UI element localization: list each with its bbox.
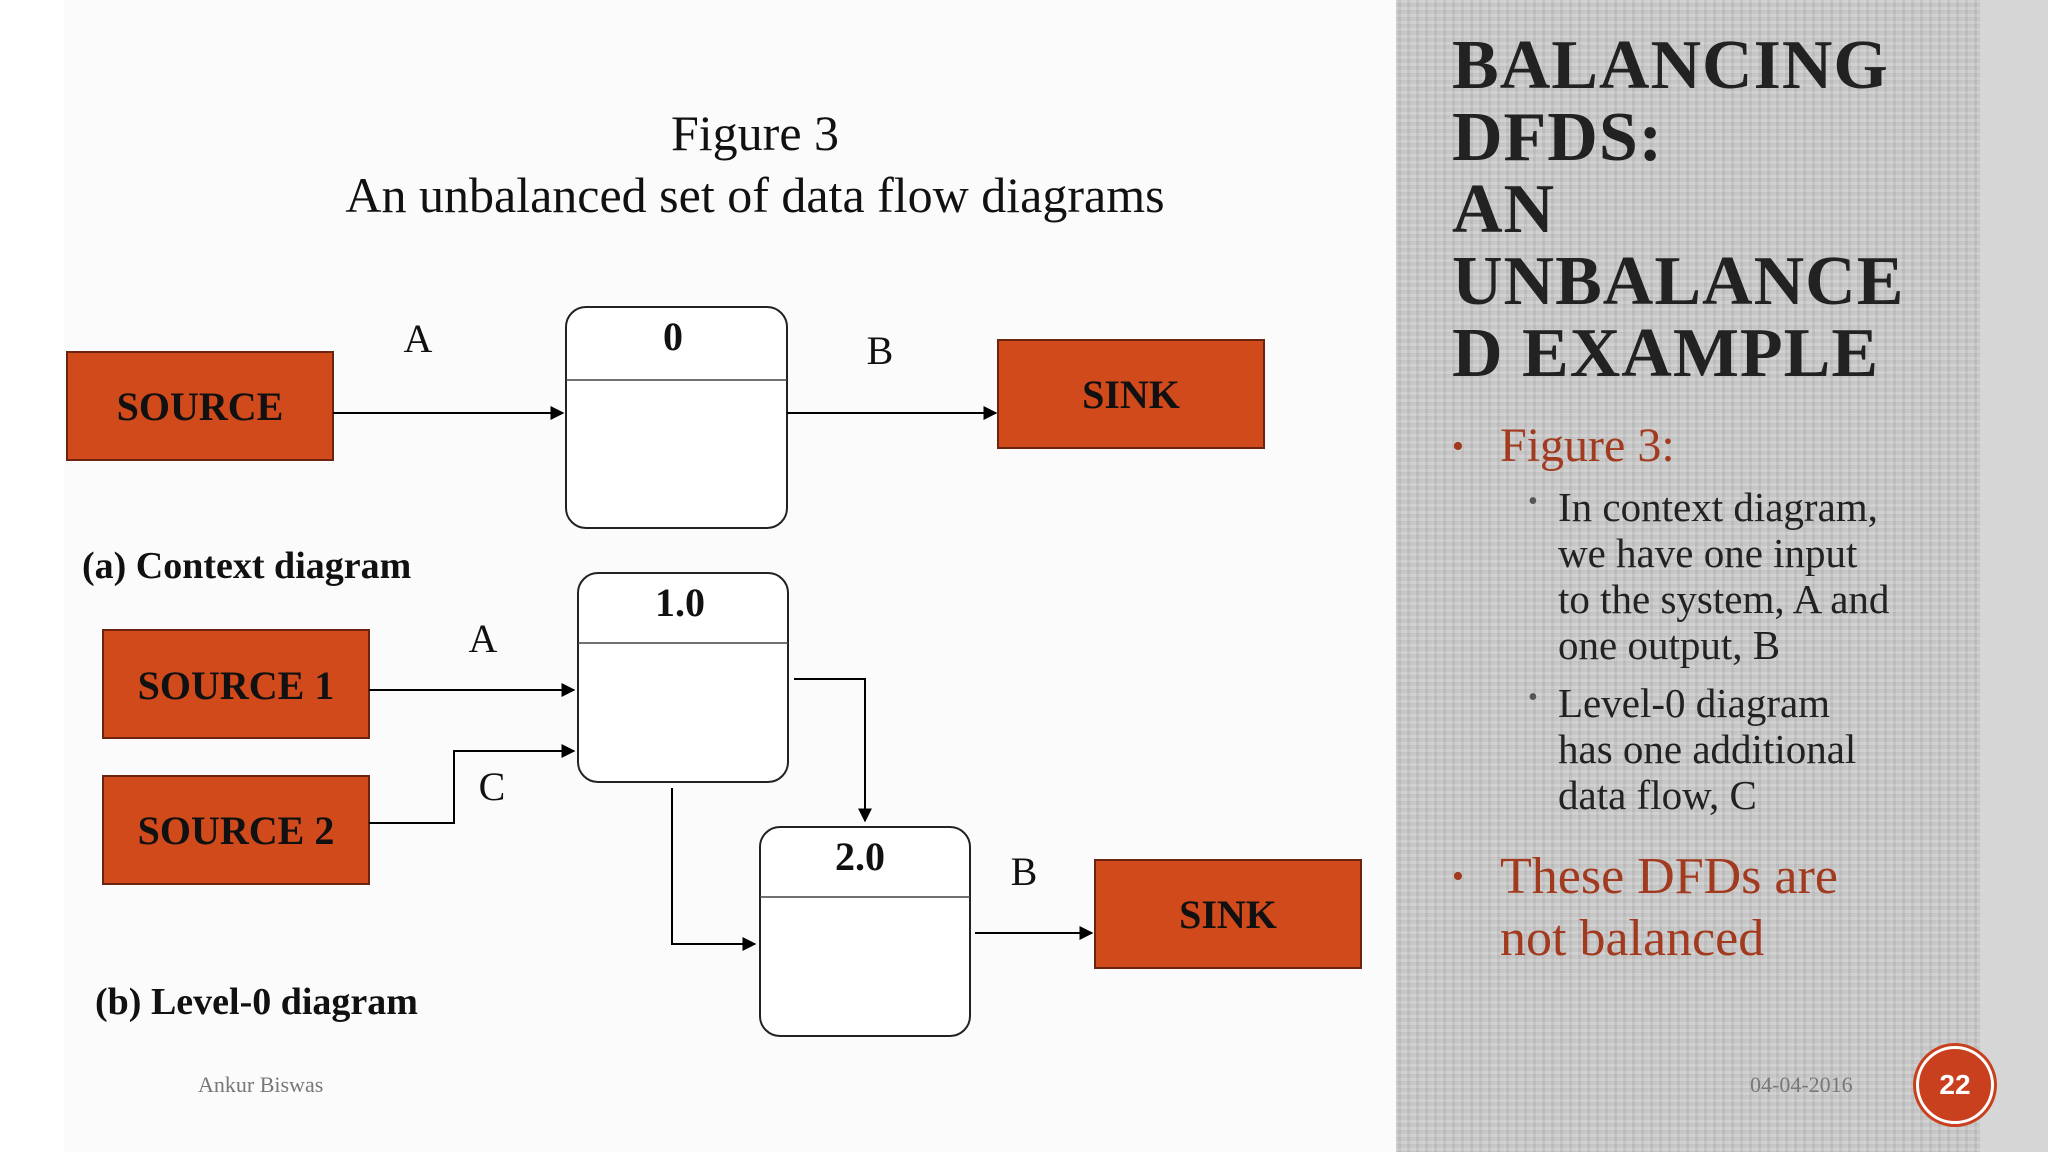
level0-caption: (b) Level-0 diagram <box>95 981 418 1023</box>
sub-bullet-dot: • <box>1528 682 1538 713</box>
sub-bullet-level0: Level-0 diagram has one additional data … <box>1558 680 1856 818</box>
flow-a-context-label: A <box>404 316 433 361</box>
source-entity-label: SOURCE <box>117 384 284 429</box>
sink-entity <box>997 339 1265 449</box>
bullet-figure: Figure 3: <box>1500 419 1675 472</box>
process-1 <box>577 572 789 783</box>
slide-number-badge: 22 <box>1916 1046 1994 1124</box>
flow-1-down-to-2 <box>671 788 757 951</box>
flow-c-level0 <box>369 744 576 824</box>
sink-entity-level0-label: SINK <box>1179 892 1277 937</box>
sub-bullet-dot: • <box>1528 486 1538 517</box>
context-caption: (a) Context diagram <box>82 545 411 587</box>
source2-entity-label: SOURCE 2 <box>138 808 335 853</box>
sub-bullet-line: data flow, C <box>1558 772 1757 818</box>
sub-bullet-line: Level-0 diagram <box>1558 680 1831 726</box>
bullet-dot: • <box>1452 858 1464 895</box>
slide-title-line: DFDS: <box>1452 99 1664 176</box>
sub-bullet-line: In context diagram, <box>1558 484 1878 530</box>
sub-bullet-line: we have one input <box>1558 530 1858 576</box>
slide-title: BALANCING DFDS: AN UNBALANCE D EXAMPLE <box>1452 30 1972 390</box>
sink-entity-label: SINK <box>1082 372 1180 417</box>
bullet-dot: • <box>1452 428 1464 465</box>
process-0-label: 0 <box>663 314 683 359</box>
flow-b-level0-label: B <box>1011 849 1038 894</box>
sink-entity-level0 <box>1094 859 1362 969</box>
sub-bullet-line: to the system, A and <box>1558 576 1890 622</box>
dfd-diagram: SOURCE A 0 B SINK (a) Context diagram SO… <box>66 306 1362 1037</box>
flow-a-level0-label: A <box>469 616 498 661</box>
footer-date: 04-04-2016 <box>1750 1072 1853 1097</box>
source1-entity-label: SOURCE 1 <box>138 663 335 708</box>
process-1-label: 1.0 <box>655 580 705 625</box>
right-margin <box>1980 0 2048 1152</box>
sub-bullet-line: one output, B <box>1558 622 1781 668</box>
bullet-not-balanced: These DFDs are not balanced <box>1500 846 1838 970</box>
slide-title-line: D EXAMPLE <box>1452 315 1880 392</box>
side-panel <box>1396 0 1980 1152</box>
figure-title: Figure 3 <box>670 105 840 161</box>
process-2 <box>759 826 971 1037</box>
bullet-line: not balanced <box>1500 910 1765 967</box>
sub-bullet-line: has one additional <box>1558 726 1857 772</box>
slide-title-line: BALANCING <box>1452 27 1889 104</box>
slide-title-line: UNBALANCE <box>1452 243 1905 320</box>
footer-author: Ankur Biswas <box>198 1072 324 1097</box>
source-entity <box>66 351 334 461</box>
source2-entity <box>102 775 370 885</box>
sub-bullet-context: In context diagram, we have one input to… <box>1558 484 1889 668</box>
source1-entity <box>102 629 370 739</box>
process-0 <box>565 306 788 529</box>
flow-c-level0-label: C <box>479 764 506 809</box>
flow-b-context-label: B <box>867 328 894 373</box>
figure-subtitle: An unbalanced set of data flow diagrams <box>345 167 1165 223</box>
process-2-label: 2.0 <box>835 834 885 879</box>
flow-1-to-2 <box>794 678 872 823</box>
bullet-line: These DFDs are <box>1500 848 1838 905</box>
slide-title-line: AN <box>1452 171 1556 248</box>
